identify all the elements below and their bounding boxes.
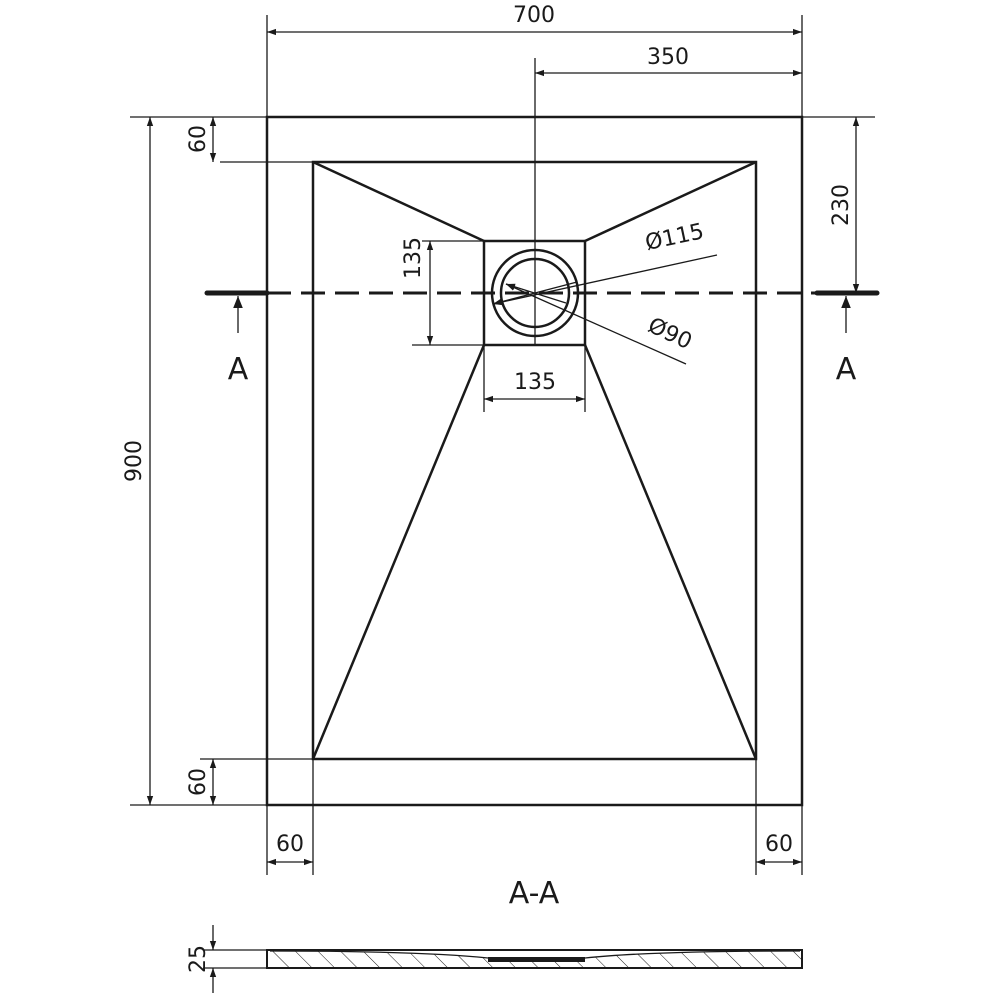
section-marker-right: A [836,352,857,387]
drain-section [488,957,585,962]
dim-label-60-bottom: 60 [186,768,211,796]
dim-drain-box-height: 135 [401,237,484,346]
section-marker-left: A [228,352,249,387]
dim-label-diameter-115: Ø115 [643,219,706,256]
dim-top-border: 60 [186,117,313,163]
dim-label-60-top: 60 [186,125,211,153]
dim-label-700: 700 [513,3,555,28]
dim-right-border: 60 [755,759,803,875]
dim-bottom-border: 60 [186,758,313,805]
dim-label-900: 900 [122,440,147,482]
dim-label-135-horizontal: 135 [514,370,556,395]
dim-label-230: 230 [829,184,854,226]
dim-label-135-vertical: 135 [401,237,426,279]
dim-half-width: 350 [534,45,802,345]
slope-lines [311,160,758,760]
dim-label-60-left: 60 [276,832,304,857]
dim-left-border: 60 [266,759,314,875]
section-title: A-A [509,876,560,911]
dim-overall-length: 900 [122,116,267,806]
section-line [204,290,880,333]
dim-label-60-right: 60 [765,832,793,857]
dim-drain-box-width: 135 [483,345,586,412]
dim-label-350: 350 [647,45,689,70]
dim-overall-width: 700 [266,3,803,117]
section-view: 25 [186,925,803,993]
dim-drain-offset: 230 [802,116,875,293]
dim-label-25: 25 [186,945,211,973]
